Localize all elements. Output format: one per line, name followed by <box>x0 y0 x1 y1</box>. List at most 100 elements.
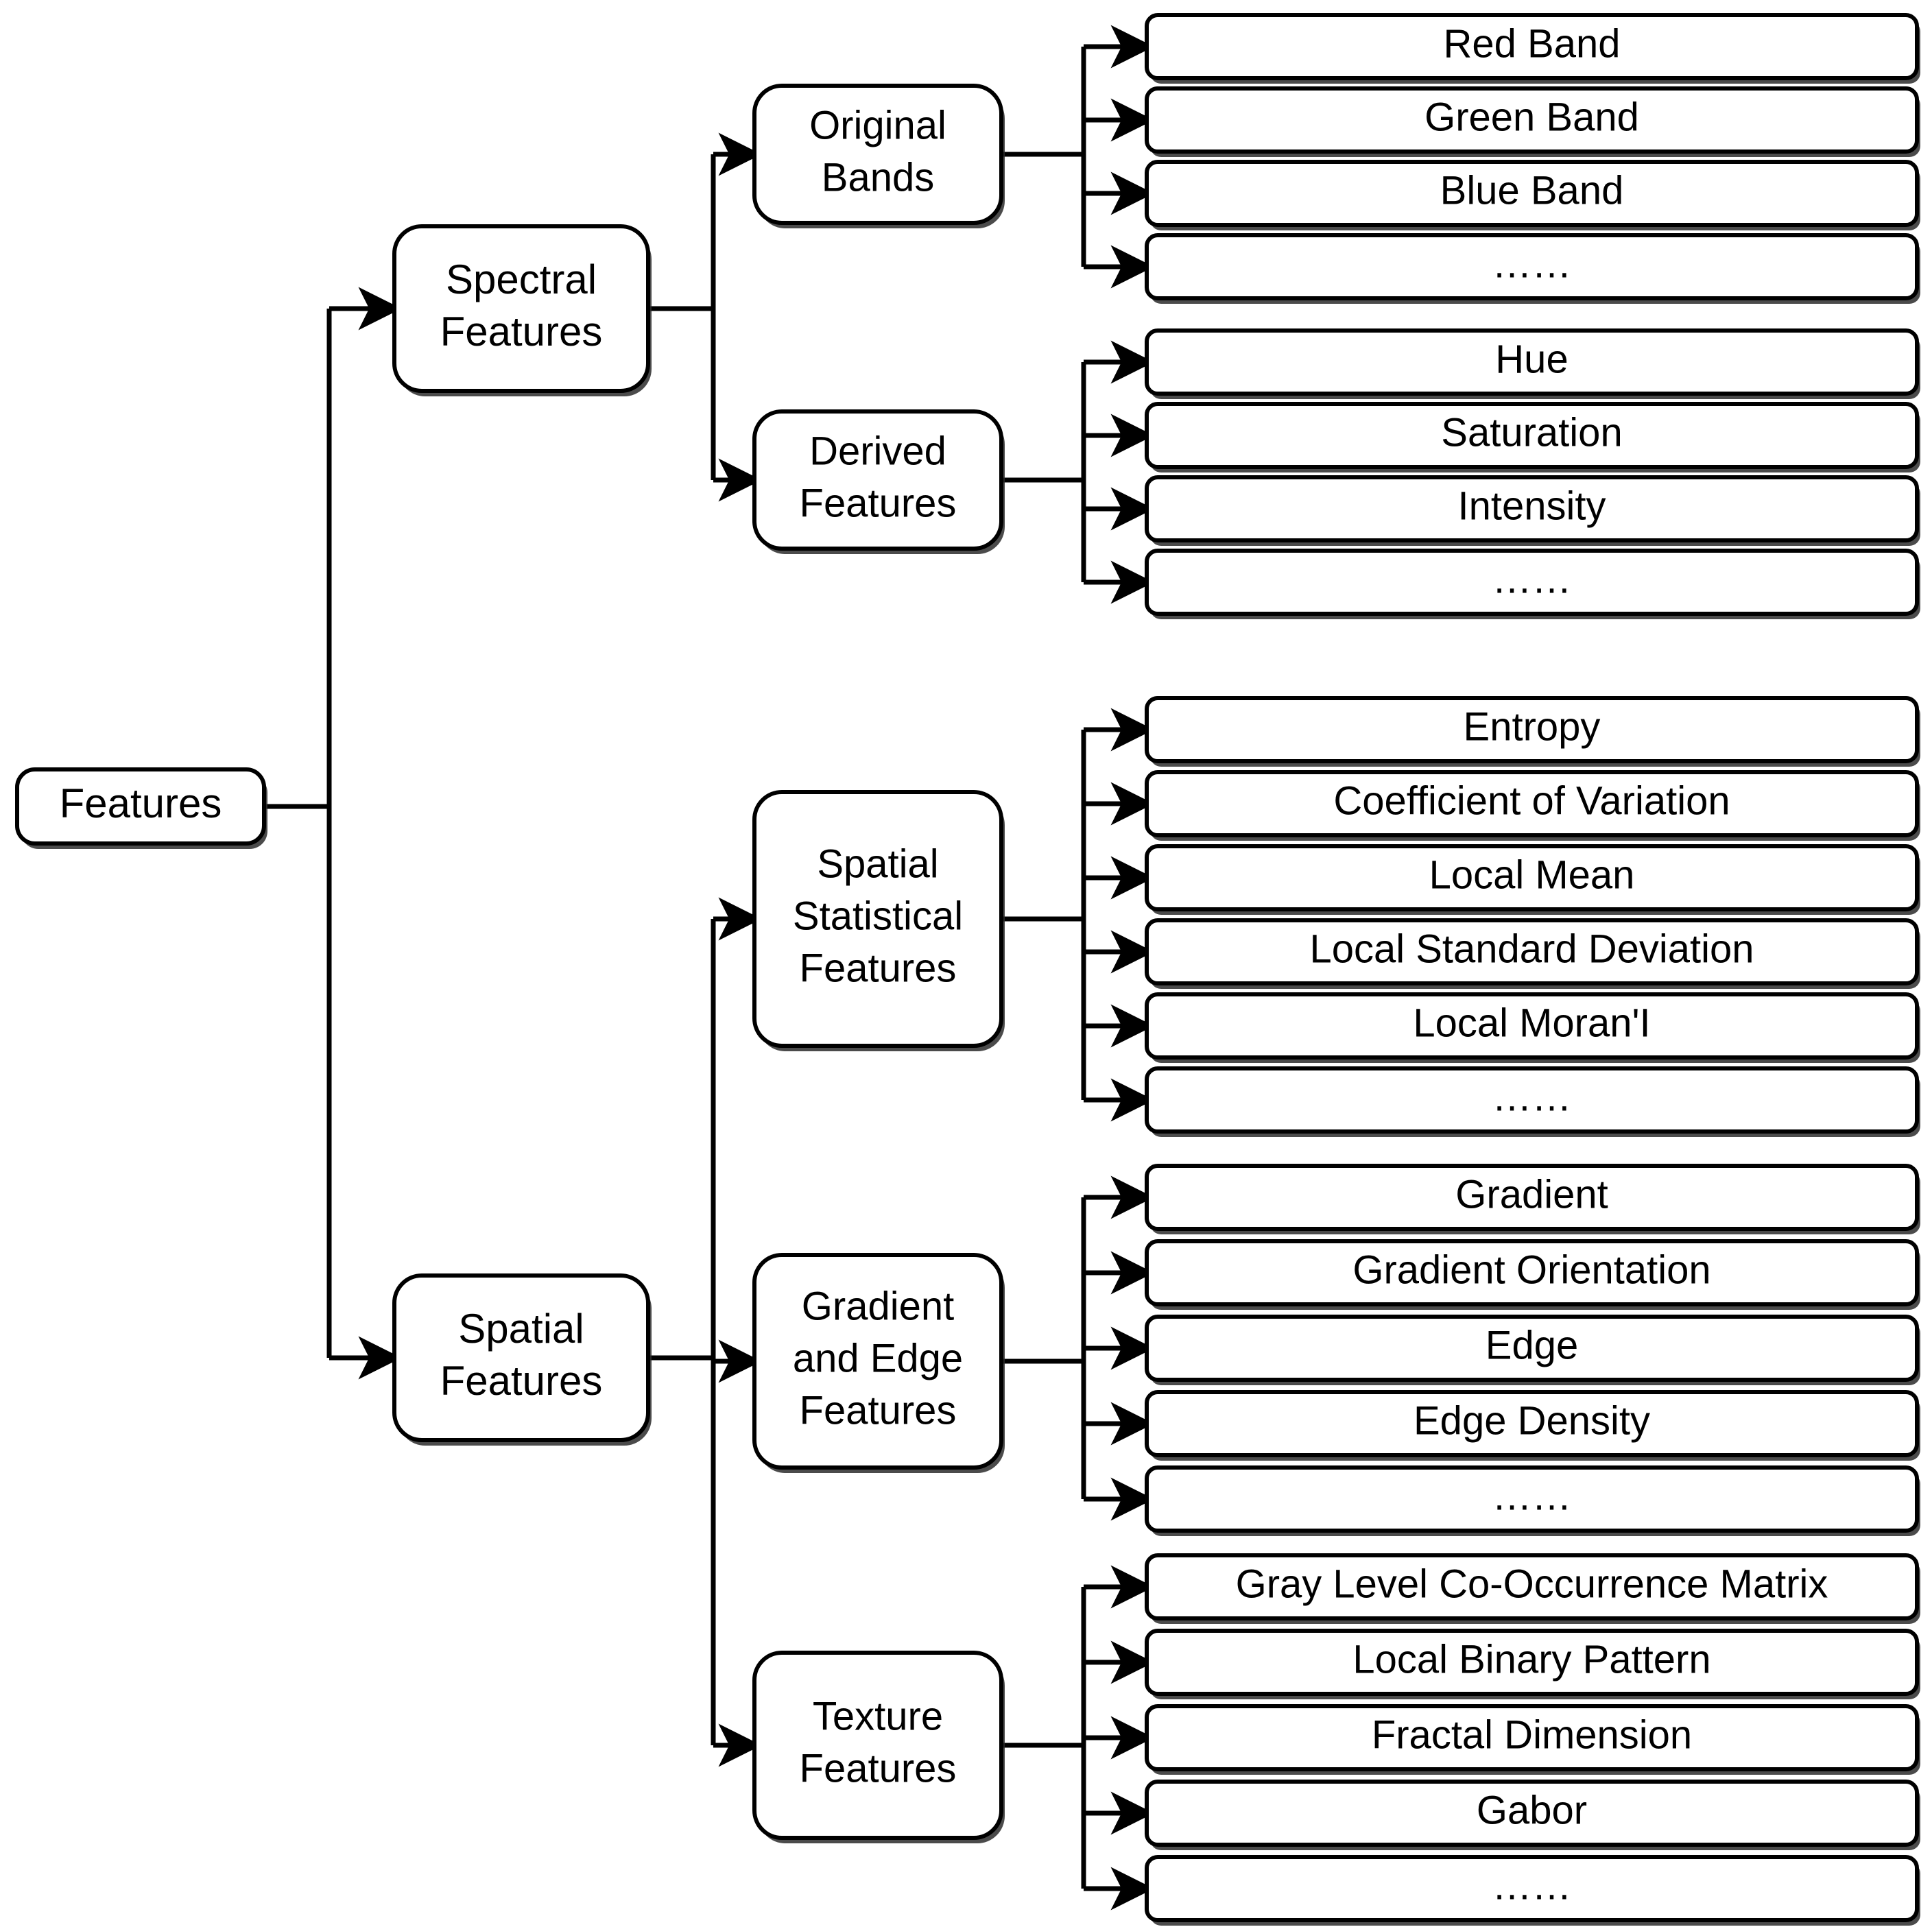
node-leaf-3-edge-density[interactable]: Edge Density <box>1145 1390 1920 1461</box>
node-level2-gradient-and-edge-features-rect[interactable] <box>752 1253 1003 1470</box>
node-leaf-2-ellipsis-label-0: …… <box>1492 1075 1572 1119</box>
node-leaf-1-saturation[interactable]: Saturation <box>1145 402 1920 472</box>
node-level2-original-bands-rect[interactable] <box>752 84 1003 225</box>
node-leaf-2-local-standard-deviation-label-0: Local Standard Deviation <box>1309 926 1754 971</box>
node-leaf-2-local-mean-label-0: Local Mean <box>1429 852 1635 897</box>
node-leaf-4-gray-level-co-occurrence-matrix[interactable]: Gray Level Co-Occurrence Matrix <box>1145 1553 1920 1624</box>
node-leaf-4-ellipsis-rect[interactable] <box>1145 1855 1919 1922</box>
node-leaf-0-green-band-label-0: Green Band <box>1424 95 1639 139</box>
node-leaf-1-saturation-label-0: Saturation <box>1441 410 1622 455</box>
node-boxes: FeaturesSpectralFeaturesSpatialFeaturesO… <box>15 13 1920 1926</box>
node-root-features-rect[interactable] <box>15 767 266 846</box>
node-level2-gradient-and-edge-features-label-1: and Edge <box>793 1336 963 1380</box>
node-leaf-1-ellipsis-rect[interactable] <box>1145 549 1919 616</box>
node-leaf-2-entropy-label-0: Entropy <box>1464 704 1601 749</box>
node-leaf-4-fractal-dimension-label-0: Fractal Dimension <box>1372 1712 1692 1757</box>
node-leaf-0-green-band-rect[interactable] <box>1145 86 1919 154</box>
node-leaf-2-coefficient-of-variation-rect[interactable] <box>1145 770 1919 837</box>
node-root-features[interactable]: Features <box>15 767 267 849</box>
node-leaf-3-gradient-orientation[interactable]: Gradient Orientation <box>1145 1239 1920 1310</box>
node-leaf-3-gradient[interactable]: Gradient <box>1145 1164 1920 1234</box>
node-leaf-0-ellipsis-rect[interactable] <box>1145 233 1919 300</box>
node-leaf-4-gabor-label-0: Gabor <box>1477 1788 1587 1832</box>
node-leaf-3-gradient-orientation-label-0: Gradient Orientation <box>1352 1247 1710 1292</box>
node-level2-derived-features-label-1: Features <box>800 481 957 525</box>
node-leaf-0-red-band[interactable]: Red Band <box>1145 13 1920 84</box>
node-level2-spatial-statistical-features-label-1: Statistical <box>793 894 963 938</box>
node-leaf-4-local-binary-pattern-label-0: Local Binary Pattern <box>1352 1637 1710 1681</box>
node-leaf-2-local-standard-deviation-rect[interactable] <box>1145 918 1919 985</box>
node-leaf-0-blue-band-label-0: Blue Band <box>1440 168 1624 213</box>
node-leaf-0-red-band-rect[interactable] <box>1145 13 1919 80</box>
node-leaf-0-ellipsis-label-0: …… <box>1492 241 1572 286</box>
node-leaf-3-edge-density-rect[interactable] <box>1145 1390 1919 1457</box>
node-level1-spatial-features-label-0: Spatial <box>458 1306 584 1352</box>
node-leaf-2-entropy-rect[interactable] <box>1145 696 1919 763</box>
node-level2-gradient-and-edge-features-label-2: Features <box>800 1388 957 1433</box>
node-leaf-4-gabor-rect[interactable] <box>1145 1780 1919 1847</box>
node-leaf-1-hue[interactable]: Hue <box>1145 328 1920 399</box>
node-leaf-1-intensity[interactable]: Intensity <box>1145 475 1920 546</box>
node-level1-spectral-features-rect[interactable] <box>392 224 650 393</box>
node-leaf-1-saturation-rect[interactable] <box>1145 402 1919 469</box>
node-leaf-3-edge-rect[interactable] <box>1145 1315 1919 1382</box>
node-leaf-2-local-mean-rect[interactable] <box>1145 844 1919 911</box>
node-leaf-2-ellipsis-rect[interactable] <box>1145 1066 1919 1134</box>
node-leaf-1-intensity-label-0: Intensity <box>1458 483 1606 528</box>
node-level1-spectral-features-label-1: Features <box>440 309 603 355</box>
node-leaf-2-local-standard-deviation[interactable]: Local Standard Deviation <box>1145 918 1920 989</box>
node-leaf-4-gray-level-co-occurrence-matrix-rect[interactable] <box>1145 1553 1919 1620</box>
node-level1-spectral-features-label-0: Spectral <box>446 256 597 302</box>
node-leaf-2-local-mean[interactable]: Local Mean <box>1145 844 1920 915</box>
node-leaf-4-gabor[interactable]: Gabor <box>1145 1780 1920 1850</box>
node-leaf-4-ellipsis[interactable]: …… <box>1145 1855 1920 1926</box>
node-leaf-0-blue-band-rect[interactable] <box>1145 160 1919 227</box>
node-level2-spatial-statistical-features-label-2: Features <box>800 946 957 990</box>
node-leaf-3-ellipsis[interactable]: …… <box>1145 1465 1920 1536</box>
node-leaf-4-fractal-dimension-rect[interactable] <box>1145 1704 1919 1771</box>
node-level2-texture-features-label-0: Texture <box>813 1694 943 1738</box>
node-leaf-4-fractal-dimension[interactable]: Fractal Dimension <box>1145 1704 1920 1775</box>
node-leaf-2-entropy[interactable]: Entropy <box>1145 696 1920 767</box>
node-leaf-2-local-moran-i-rect[interactable] <box>1145 992 1919 1060</box>
node-level2-derived-features-label-0: Derived <box>809 429 946 473</box>
node-leaf-2-ellipsis[interactable]: …… <box>1145 1066 1920 1137</box>
node-leaf-3-gradient-orientation-rect[interactable] <box>1145 1239 1919 1306</box>
node-leaf-4-gray-level-co-occurrence-matrix-label-0: Gray Level Co-Occurrence Matrix <box>1236 1561 1828 1606</box>
connector-edges <box>264 25 1154 1911</box>
node-level2-derived-features-rect[interactable] <box>752 409 1003 551</box>
node-leaf-4-ellipsis-label-0: …… <box>1492 1863 1572 1908</box>
node-root-features-label-0: Features <box>60 780 222 826</box>
node-level1-spatial-features-rect[interactable] <box>392 1273 650 1442</box>
node-leaf-1-intensity-rect[interactable] <box>1145 475 1919 542</box>
node-leaf-3-gradient-rect[interactable] <box>1145 1164 1919 1231</box>
node-leaf-3-gradient-label-0: Gradient <box>1455 1172 1608 1217</box>
node-level2-spatial-statistical-features-rect[interactable] <box>752 790 1003 1048</box>
node-leaf-3-ellipsis-label-0: …… <box>1492 1474 1572 1518</box>
node-leaf-2-local-moran-i[interactable]: Local Moran'I <box>1145 992 1920 1063</box>
node-leaf-0-green-band[interactable]: Green Band <box>1145 86 1920 157</box>
node-leaf-3-edge[interactable]: Edge <box>1145 1315 1920 1385</box>
node-level2-original-bands-label-1: Bands <box>822 155 934 200</box>
node-leaf-2-coefficient-of-variation[interactable]: Coefficient of Variation <box>1145 770 1920 841</box>
node-leaf-1-hue-rect[interactable] <box>1145 328 1919 396</box>
node-leaf-0-blue-band[interactable]: Blue Band <box>1145 160 1920 230</box>
node-level2-texture-features-rect[interactable] <box>752 1651 1003 1840</box>
node-leaf-2-local-moran-i-label-0: Local Moran'I <box>1413 1001 1650 1045</box>
node-leaf-2-coefficient-of-variation-label-0: Coefficient of Variation <box>1333 778 1730 823</box>
node-leaf-4-local-binary-pattern[interactable]: Local Binary Pattern <box>1145 1629 1920 1699</box>
node-leaf-1-ellipsis[interactable]: …… <box>1145 549 1920 619</box>
node-level1-spatial-features-label-1: Features <box>440 1358 603 1404</box>
node-leaf-4-local-binary-pattern-rect[interactable] <box>1145 1629 1919 1696</box>
node-leaf-3-ellipsis-rect[interactable] <box>1145 1465 1919 1533</box>
node-leaf-0-ellipsis[interactable]: …… <box>1145 233 1920 304</box>
node-level2-gradient-and-edge-features-label-0: Gradient <box>802 1284 954 1328</box>
